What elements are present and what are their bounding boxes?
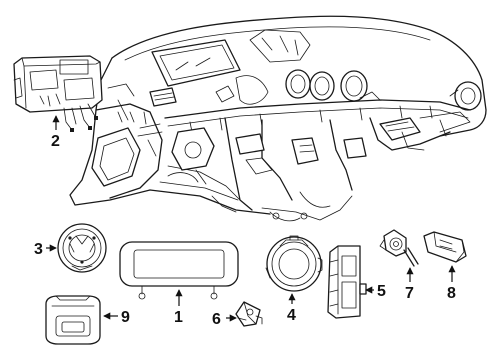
callout-8: 8 bbox=[447, 285, 456, 302]
callout-numbers: 2 3 1 4 5 6 7 8 9 bbox=[34, 133, 456, 328]
callout-leaders bbox=[46, 115, 456, 322]
callout-1: 1 bbox=[174, 309, 183, 326]
center-vents bbox=[285, 69, 482, 111]
callout-5: 5 bbox=[377, 283, 386, 300]
callout-2: 2 bbox=[51, 133, 60, 150]
part-8-switch-bezel bbox=[423, 231, 467, 263]
part-2-hvac-module bbox=[13, 55, 103, 132]
part-1-display-panel bbox=[119, 241, 239, 300]
callout-3: 3 bbox=[34, 241, 43, 258]
callout-7: 7 bbox=[405, 285, 414, 302]
dashboard-assembly bbox=[69, 15, 487, 222]
callout-6: 6 bbox=[212, 311, 221, 328]
callout-9: 9 bbox=[121, 309, 130, 326]
part-3-round-switch bbox=[57, 223, 107, 273]
part-5-control-module bbox=[327, 245, 367, 319]
callout-4: 4 bbox=[287, 307, 296, 324]
part-4-round-display bbox=[265, 235, 323, 292]
part-6-connector bbox=[235, 301, 263, 327]
part-9-storage-bin bbox=[45, 295, 101, 345]
part-7-ignition-switch bbox=[379, 229, 419, 267]
